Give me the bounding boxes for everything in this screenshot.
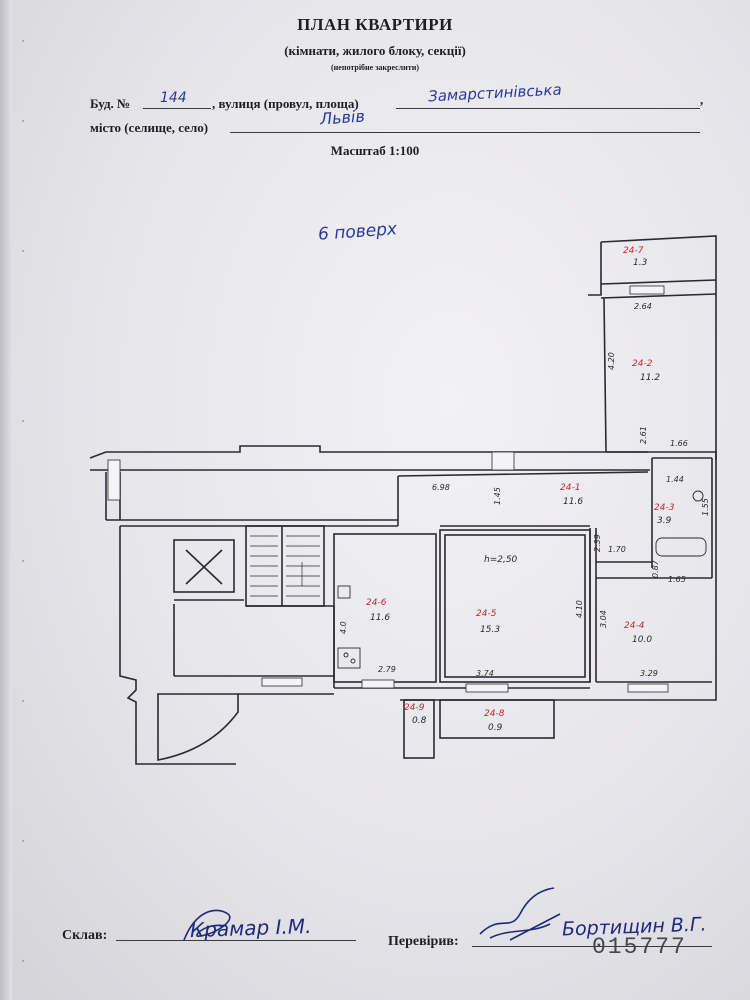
bathtub-icon [655,537,707,557]
form-serial-number: 015777 [592,934,687,960]
building-label: Буд. № [90,96,131,111]
room-id: 24-3 [654,503,675,513]
room-area: 0.8 [412,716,427,726]
room-id: 24-5 [476,609,497,619]
room-labels: 24-7 1.3 24-2 11.2 24-1 11.6 24-3 3.9 24… [366,246,675,733]
city-label: місто (селище, село) [90,120,209,135]
dimension: 3.74 [476,669,494,678]
dimension: 4.0 [339,621,348,634]
composed-label: Склав: [62,928,108,943]
room-area: 3.9 [657,516,672,526]
dimension: 1.45 [493,487,502,505]
dimension: 2.61 [639,426,648,444]
checked-underline [472,946,712,947]
room-area: 11.6 [563,497,583,507]
street-underline [396,108,700,109]
dimension: 1.70 [608,545,626,554]
dimension: 2.39 [593,534,602,552]
composed-underline [116,940,356,941]
room-area: 11.6 [370,613,390,623]
toilet-icon [692,490,704,502]
checked-label: Перевірив: [388,934,459,949]
room-id: 24-8 [484,709,505,719]
dimension: 1.65 [668,575,686,584]
scale-label: Масштаб 1:100 [330,143,420,158]
room-area: 10.0 [632,635,652,645]
page-subtitle: (кімнати, жилого блоку, секції) [284,43,466,58]
dimension: 4.20 [607,352,616,370]
dimension: 2.64 [634,302,652,311]
room-area: 15.3 [480,625,500,635]
dimension: 6.98 [432,483,450,492]
dimension: 1.55 [701,498,710,516]
plan-walls [89,235,717,765]
strike-note: (непотрібне закреслити) [331,63,419,72]
checked-signature-flourish [479,887,561,941]
room-area: 1.3 [633,258,648,268]
room-id: 24-4 [624,621,645,631]
plan-windows [107,285,669,693]
composed-signature-flourish [183,909,231,941]
room-id: 24-2 [632,359,653,369]
dimension: 2.79 [378,665,396,674]
page-title: ПЛАН КВАРТИРИ [297,15,453,34]
dimension: 3.04 [599,610,608,628]
building-number: 144 [160,90,187,106]
sink-icon [337,585,351,599]
dimension-labels: 2.64 4.20 1.66 6.98 1.45 1.44 1.55 1.70 … [339,302,710,678]
room-id: 24-7 [623,246,644,256]
dimension: 3.29 [640,669,658,678]
stair-treads [250,535,320,597]
street-label: , вулиця (провул, площа) [212,96,359,111]
dimension: 1.44 [666,475,684,484]
room-id: 24-9 [404,703,425,713]
room-area: 0.9 [488,723,503,733]
stove-icon [337,647,361,669]
ceiling-height: h=2,50 [484,555,518,565]
room-id: 24-6 [366,598,387,608]
page-fold-shadow [0,0,12,1000]
room-area: 11.2 [640,373,660,383]
building-underline [143,108,211,109]
city-underline [230,132,700,133]
dimension: 0.87 [651,559,660,578]
dimension: 4.10 [575,600,584,618]
street-comma: , [700,92,704,107]
plan-fixtures [337,490,707,669]
room-id: 24-1 [560,483,580,493]
dimension: 1.66 [670,439,688,448]
